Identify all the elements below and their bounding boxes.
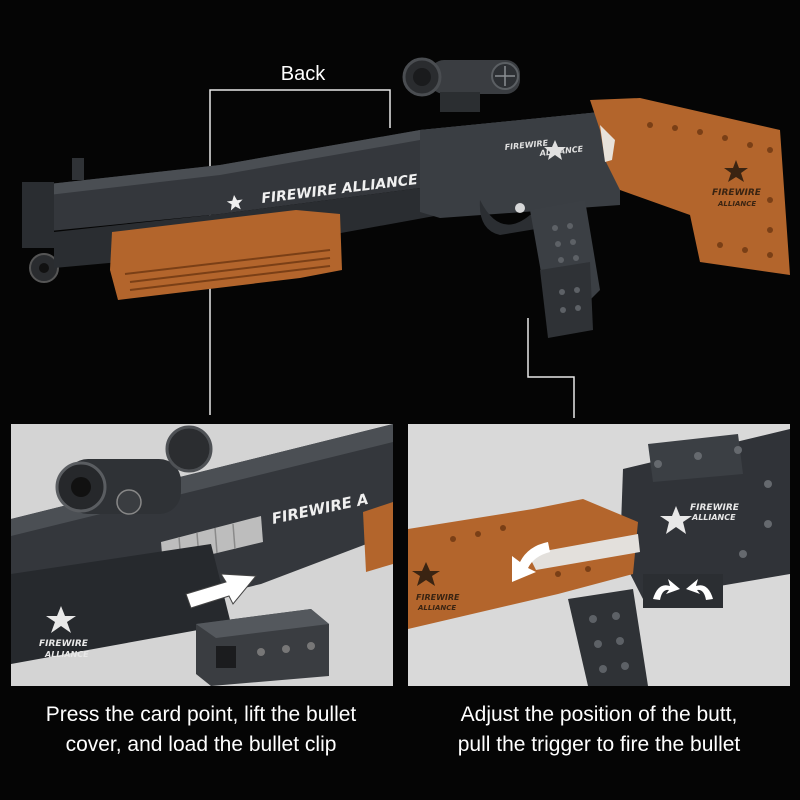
- svg-text:ALLIANCE: ALLIANCE: [44, 650, 89, 659]
- svg-text:ALLIANCE: ALLIANCE: [717, 200, 756, 208]
- svg-text:FIREWIRE: FIREWIRE: [690, 503, 740, 513]
- svg-text:FIREWIRE: FIREWIRE: [712, 188, 762, 198]
- detail-panel-load-clip: FIREWIRE A FIREWIRE ALLIANCE: [11, 424, 393, 686]
- rotate-arrow-right-icon: [686, 579, 713, 600]
- grip-callout-line: [527, 318, 575, 418]
- rotate-arrow-left-icon: [653, 579, 680, 600]
- front-sight: [72, 158, 84, 180]
- detail-panel-adjust-butt: FIREWIRE ALLIANCE FIREWIRE ALLIANCE: [408, 424, 790, 686]
- caption-adjust-butt: Adjust the position of the butt, pull th…: [457, 703, 741, 756]
- gun-illustration: FIREWIRE ALLIANCE FIREWIRE ALLIANCE: [22, 57, 790, 418]
- svg-text:ALLIANCE: ALLIANCE: [691, 513, 736, 522]
- back-label: Back: [280, 63, 326, 85]
- adjust-arrow-icon: [512, 542, 550, 582]
- svg-text:FIREWIRE: FIREWIRE: [416, 593, 460, 602]
- bullet-clip: [196, 609, 329, 686]
- caption-load-clip: Press the card point, lift the bullet co…: [45, 703, 357, 756]
- insert-arrow-icon: [185, 573, 258, 609]
- receiver: FIREWIRE ALLIANCE: [420, 112, 620, 218]
- star-emblem: [226, 195, 243, 211]
- stock: FIREWIRE ALLIANCE: [590, 98, 790, 275]
- svg-text:FIREWIRE: FIREWIRE: [39, 639, 89, 649]
- scope: [402, 57, 520, 112]
- muzzle: [22, 182, 59, 283]
- grip-and-magazine: [479, 200, 600, 338]
- svg-text:ALLIANCE: ALLIANCE: [417, 604, 456, 612]
